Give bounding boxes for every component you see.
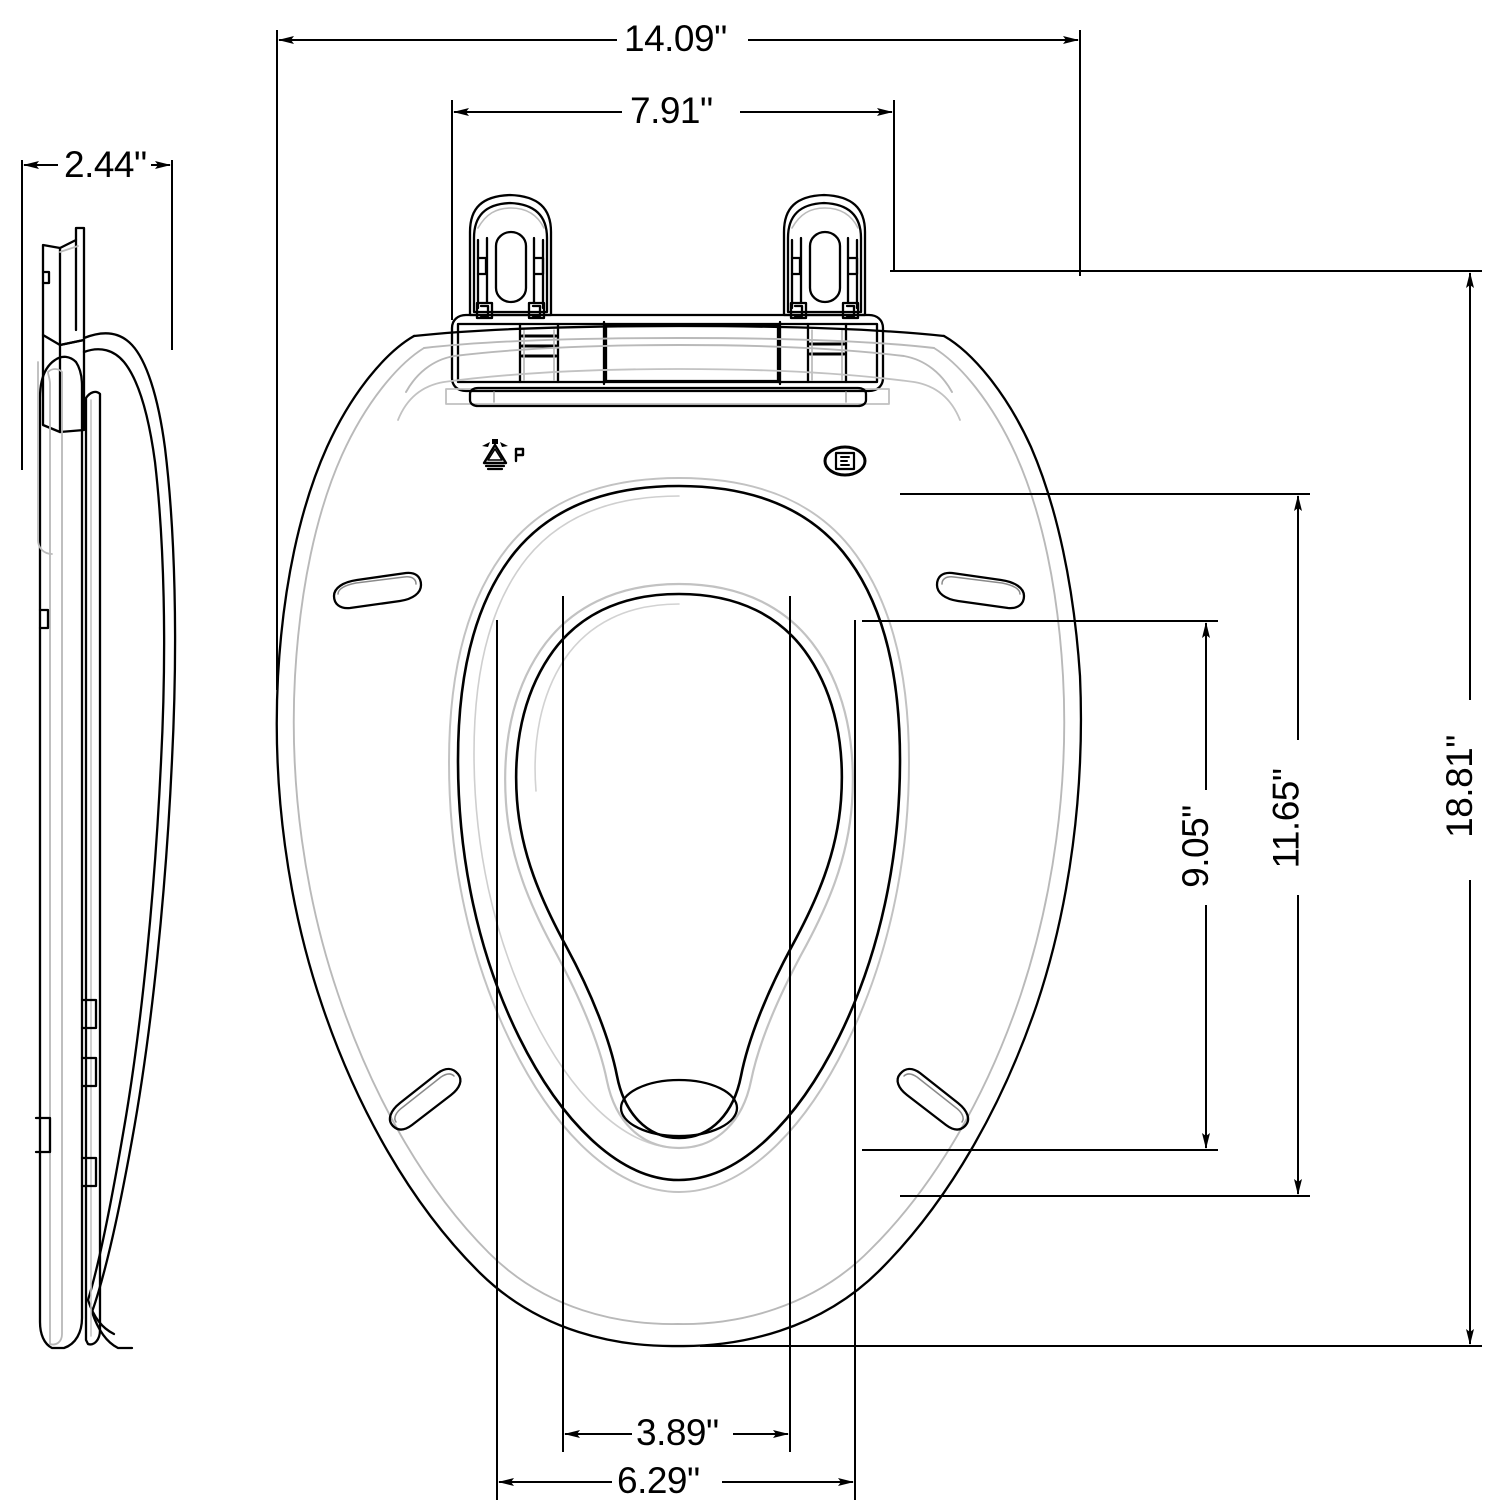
dim-overall-length xyxy=(700,270,1482,1347)
dim-inner-bowl-width xyxy=(562,596,791,1452)
bumper-pad-top-right xyxy=(935,571,1026,610)
bumper-pads xyxy=(332,571,1026,1131)
dim-label-inner-opening-length: 9.05" xyxy=(1175,801,1216,892)
dim-hinge-spacing xyxy=(451,100,895,320)
dim-label-overall-width: 14.09" xyxy=(620,20,731,57)
dim-overall-width xyxy=(276,30,1081,690)
dim-opening-length xyxy=(900,493,1310,1197)
dim-inner-opening-length xyxy=(862,620,1218,1151)
bumper-pad-top-left xyxy=(332,571,423,610)
side-profile-view xyxy=(34,226,177,1350)
dim-label-inner-bowl-width: 3.89" xyxy=(632,1414,723,1451)
dim-bowl-width xyxy=(496,620,856,1500)
dim-label-opening-length: 11.65" xyxy=(1265,764,1306,873)
bumper-pad-bottom-right xyxy=(896,1067,970,1131)
bumper-pad-bottom-left xyxy=(388,1067,462,1131)
oval-e-stamp xyxy=(823,445,867,477)
top-plan-view xyxy=(275,193,1083,1348)
dim-label-bowl-width: 6.29" xyxy=(613,1462,704,1499)
hinge-post-right xyxy=(782,193,867,320)
dimension-lines xyxy=(21,30,1482,1500)
dim-label-overall-length: 18.81" xyxy=(1439,731,1480,842)
seat-ring-outer-opening xyxy=(448,477,910,1193)
recycle-mark xyxy=(482,439,508,471)
dim-label-depth-side: 2.44" xyxy=(60,146,151,183)
hinge-post-left xyxy=(468,193,553,320)
material-code-mark xyxy=(514,447,525,463)
inner-bowl-opening xyxy=(504,582,854,1150)
seat-outer-contour xyxy=(275,324,1083,1348)
dim-label-hinge-spacing: 7.91" xyxy=(626,92,717,129)
